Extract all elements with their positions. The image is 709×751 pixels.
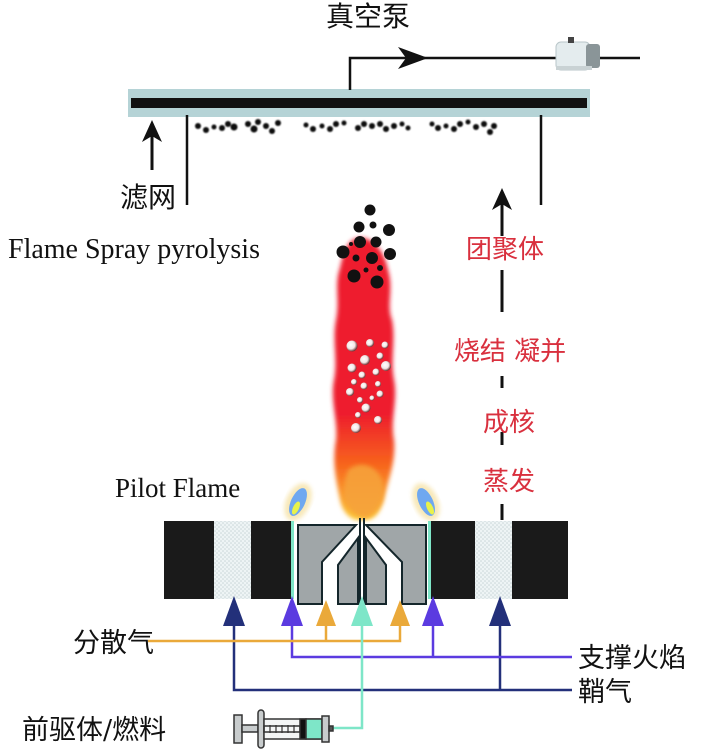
syringe-icon xyxy=(233,709,334,749)
precursor-line xyxy=(332,612,364,730)
support-arrow-right xyxy=(422,596,444,626)
stage-label-nucleation: 成核 xyxy=(483,408,535,438)
sheath-gas-line xyxy=(232,618,572,692)
sheath-mesh-left xyxy=(214,521,251,599)
support-arrow-left xyxy=(281,596,303,626)
precursor-arrow xyxy=(351,596,373,626)
pilot-flame-label: Pilot Flame xyxy=(115,473,240,503)
vacuum-line xyxy=(348,47,640,90)
filter-bar xyxy=(131,98,587,108)
sheath-arrow-right xyxy=(489,596,511,626)
burner-block-inner-right xyxy=(431,521,475,599)
dispersion-gas-label: 分散气 xyxy=(73,628,154,659)
sheath-arrow-left xyxy=(223,596,245,626)
vacuum-pump-icon xyxy=(555,37,600,71)
nozzle xyxy=(297,518,427,605)
vacuum-flow-arrow xyxy=(398,47,428,69)
filter-label: 滤网 xyxy=(120,181,176,214)
stage-label-agglomerate: 团聚体 xyxy=(466,235,544,265)
sheath-mesh-right xyxy=(475,521,512,599)
burner-block-outer-left xyxy=(164,521,214,599)
stage-label-sintering-coagulation: 烧结 凝并 xyxy=(454,337,566,367)
pilot-flame-left xyxy=(284,483,312,521)
support-flame-label: 支撑火焰 xyxy=(578,643,686,674)
pilot-flame-right xyxy=(412,483,440,521)
burner-block-outer-right xyxy=(512,521,568,599)
vacuum-pump-label: 真空泵 xyxy=(326,0,410,33)
fsp-title: Flame Spray pyrolysis xyxy=(8,234,260,265)
main-flame xyxy=(332,237,396,520)
burner-assembly xyxy=(164,518,568,605)
dispersion-arrow-left xyxy=(316,600,336,626)
stage-label-evaporation: 蒸发 xyxy=(483,467,535,497)
agglomerate-particles xyxy=(336,204,396,289)
filter-arrow xyxy=(142,120,162,170)
filter-assembly xyxy=(128,89,590,205)
dispersion-arrow-right xyxy=(390,600,410,626)
collected-agglomerates xyxy=(195,119,497,135)
nucleated-particles xyxy=(346,339,391,433)
process-arrowhead xyxy=(492,188,512,210)
burner-block-inner-left xyxy=(251,521,291,599)
sheath-gas-label: 鞘气 xyxy=(578,677,632,708)
precursor-fuel-label: 前驱体/燃料 xyxy=(22,715,166,746)
